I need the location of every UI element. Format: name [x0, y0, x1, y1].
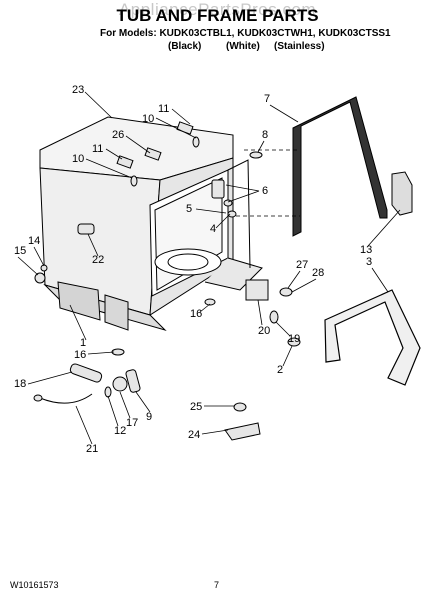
callout-6: 6: [262, 185, 268, 197]
page-number: 7: [214, 580, 220, 590]
variant-white: (White): [226, 41, 260, 52]
callout-24: 24: [188, 429, 200, 441]
callout-10a: 10: [142, 113, 154, 125]
callout-19: 19: [288, 333, 300, 345]
door-seal: [292, 96, 388, 237]
callout-22: 22: [92, 254, 104, 266]
callout-21: 21: [86, 443, 98, 455]
callout-26: 26: [112, 129, 124, 141]
callout-17: 17: [126, 417, 138, 429]
callout-18: 18: [14, 378, 26, 390]
callout-3: 3: [366, 256, 372, 268]
callout-1: 1: [80, 337, 86, 349]
callout-12: 12: [114, 425, 126, 437]
callout-9: 9: [146, 411, 152, 423]
callout-7: 7: [264, 93, 270, 105]
callout-28: 28: [312, 267, 324, 279]
callout-2: 2: [277, 364, 283, 376]
callout-4: 4: [210, 223, 216, 235]
page-title: TUB AND FRAME PARTS: [116, 6, 319, 25]
callout-14: 14: [28, 235, 40, 247]
document-number: W10161573: [10, 580, 59, 590]
variant-stainless: (Stainless): [274, 41, 325, 52]
callout-20: 20: [258, 325, 270, 337]
vent-piece: [391, 171, 413, 216]
small-parts: [33, 121, 301, 441]
callout-10b: 10: [72, 153, 84, 165]
watermark: AppliancePartsPros.com: [118, 0, 317, 19]
callout-23: 23: [72, 84, 84, 96]
leader-lines: [17, 91, 401, 445]
callout-11b: 11: [92, 143, 103, 155]
callout-5: 5: [186, 203, 192, 215]
callout-16b: 16: [74, 349, 86, 361]
tub-gasket: [324, 289, 421, 386]
callout-16a: 16: [190, 308, 202, 320]
callout-labels: 23 11 10 26 11 10 7 8 6 5 4 22 15 14 13 …: [14, 84, 372, 455]
callout-15: 15: [14, 245, 26, 257]
callout-27: 27: [296, 259, 308, 271]
guide-lines: [236, 149, 300, 217]
callout-13: 13: [360, 244, 372, 256]
callout-11a: 11: [158, 103, 169, 115]
models-line: For Models: KUDK03CTBL1, KUDK03CTWH1, KU…: [100, 28, 391, 39]
callout-8: 8: [262, 129, 268, 141]
callout-25: 25: [190, 401, 202, 413]
variant-black: (Black): [168, 41, 202, 52]
